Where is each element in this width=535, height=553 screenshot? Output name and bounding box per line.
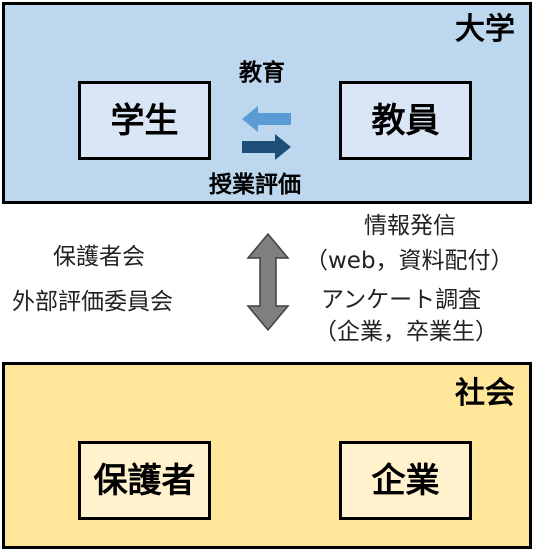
guardian-box: 保護者 bbox=[78, 441, 211, 520]
company-box: 企業 bbox=[339, 441, 472, 520]
left-label-external-committee: 外部評価委員会 bbox=[12, 289, 173, 315]
society-title: 社会 bbox=[455, 376, 515, 411]
student-box: 学生 bbox=[78, 81, 211, 160]
evaluation-label: 授業評価 bbox=[209, 172, 301, 198]
teacher-box: 教員 bbox=[339, 81, 472, 160]
education-arrow bbox=[242, 106, 291, 132]
right-label-info: 情報発信 bbox=[364, 213, 456, 239]
education-label: 教育 bbox=[239, 60, 285, 86]
exchange-double-arrow bbox=[246, 232, 290, 332]
right-label-info-detail: （web，資料配付） bbox=[305, 248, 514, 274]
left-label-guardian-meeting: 保護者会 bbox=[53, 244, 145, 270]
right-label-survey-detail: （企業，卒業生） bbox=[314, 319, 498, 345]
university-title: 大学 bbox=[455, 12, 515, 47]
right-label-survey: アンケート調査 bbox=[321, 287, 482, 313]
evaluation-arrow bbox=[242, 134, 291, 160]
